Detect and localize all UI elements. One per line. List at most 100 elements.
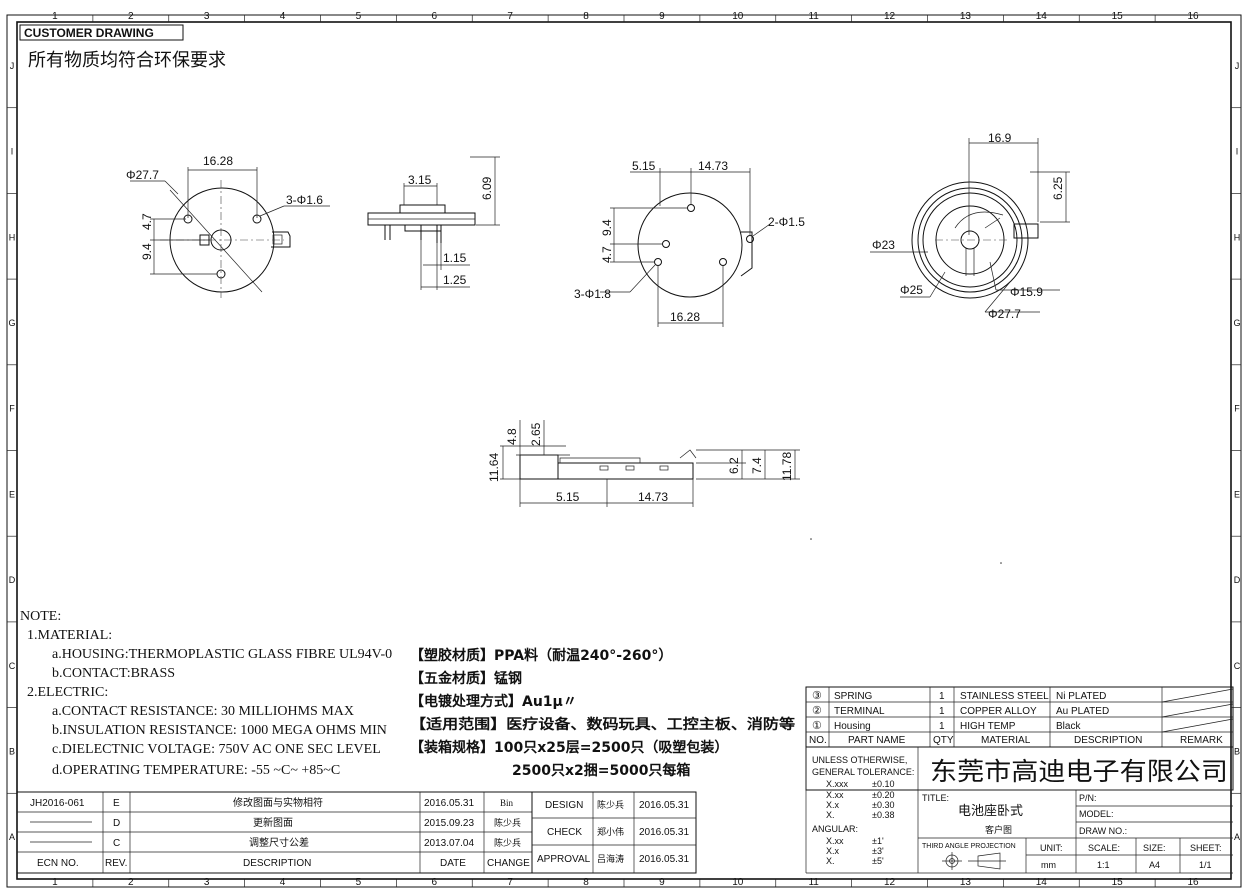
section-dim-7-4: 7.4: [750, 457, 764, 474]
revision-rev: C: [113, 838, 120, 849]
revision-change: Bin: [500, 798, 514, 808]
rear-view: [870, 138, 1070, 313]
approval-label: DESIGN: [545, 800, 583, 811]
frame-column-number: 3: [204, 11, 210, 22]
top-dim-span: 14.73: [698, 159, 728, 173]
company-name: 东莞市高迪电子有限公司: [930, 757, 1228, 786]
frame-column-number: 6: [432, 11, 438, 22]
tolerance-key: X.x: [826, 800, 840, 810]
rear-dim-width: 16.9: [988, 131, 1012, 145]
size-label: SIZE:: [1143, 843, 1166, 853]
frame-column-number: 16: [1188, 877, 1200, 888]
note-line: b.INSULATION RESISTANCE: 1000 MEGA OHMS …: [52, 723, 387, 738]
frame-column-number: 9: [659, 11, 665, 22]
revision-header-rev: REV.: [105, 858, 127, 869]
tolerance-value: ±0.30: [872, 800, 894, 810]
rear-dim-diameter-25: Φ25: [900, 283, 923, 297]
approval-name: 吕海涛: [597, 853, 624, 865]
tolerance-key: X.xx: [826, 790, 844, 800]
revision-ecn: JH2016-061: [30, 798, 85, 809]
frame-row-letter: F: [1234, 404, 1240, 414]
note-line: c.DIELECTNIC VOLTAGE: 750V AC ONE SEC LE…: [52, 742, 381, 757]
title-label: TITLE:: [922, 793, 949, 803]
section-dim-6-2: 6.2: [727, 457, 741, 474]
frame-row-letter: I: [11, 147, 14, 157]
customer-drawing-badge-box: [19, 24, 184, 41]
frame-row-letter: E: [9, 489, 15, 499]
frame-column-number: 13: [960, 877, 972, 888]
revision-desc: 修改图面与实物相符: [233, 796, 323, 809]
top-dim-offset: 5.15: [632, 159, 656, 173]
frame-row-letter: F: [9, 404, 15, 414]
frame-column-number: 3: [204, 877, 210, 888]
revision-date: 2016.05.31: [424, 798, 474, 809]
bom-material: COPPER ALLOY: [960, 706, 1037, 717]
frame-column-number: 12: [884, 11, 896, 22]
customer-drawing-badge: CUSTOMER DRAWING: [24, 26, 154, 40]
frame-column-number: 4: [280, 11, 286, 22]
stray-dot: [810, 538, 812, 540]
note-line: 2.ELECTRIC:: [27, 685, 108, 700]
front-dim-small: 4.7: [140, 213, 154, 230]
tolerance-value: ±0.10: [872, 779, 894, 789]
tolerance-key: X.: [826, 810, 835, 820]
bom-header-remark: REMARK: [1180, 735, 1223, 746]
frame-column-number: 1: [52, 11, 58, 22]
revision-header-date: DATE: [440, 858, 466, 869]
bom-material: STAINLESS STEEL: [960, 691, 1049, 702]
notes-title: NOTE:: [20, 609, 61, 624]
note-line: d.OPERATING TEMPERATURE: -55 ~C~ +85~C: [52, 763, 340, 778]
tolerance-title: UNLESS OTHERWISE,: [812, 755, 907, 765]
pn-label: P/N:: [1079, 793, 1097, 803]
bom-table: [805, 686, 1234, 748]
frame-column-number: 4: [280, 877, 286, 888]
bom-desc: Black: [1056, 721, 1081, 732]
size-value: A4: [1149, 860, 1160, 870]
frame-row-letter: A: [1234, 832, 1240, 842]
spec-line: 【适用范围】医疗设备、数码玩具、工控主板、消防等: [410, 716, 795, 733]
tolerance-value: ±0.20: [872, 790, 894, 800]
approval-date: 2016.05.31: [639, 827, 689, 838]
bom-qty: 1: [939, 691, 945, 702]
angular-key: X.x: [826, 846, 840, 856]
revision-rev: D: [113, 818, 120, 829]
revision-change: 陈少兵: [494, 817, 521, 829]
frame-column-number: 15: [1112, 11, 1124, 22]
revision-desc: 更新图面: [253, 816, 293, 829]
frame-column-number: 11: [808, 877, 819, 888]
frame-column-number: 12: [884, 877, 896, 888]
approval-name: 郑小伟: [597, 826, 624, 838]
note-line: 1.MATERIAL:: [27, 628, 112, 643]
approval-label: APPROVAL: [537, 854, 591, 865]
section-view: [500, 420, 800, 507]
rear-dim-diameter-23: Φ23: [872, 238, 895, 252]
spec-line: 【装箱规格】100只x25层=2500只（吸塑包装）: [410, 739, 728, 756]
rear-dim-height: 6.25: [1051, 176, 1065, 200]
frame-row-letter: G: [8, 318, 15, 328]
bom-qty: 1: [939, 721, 945, 732]
frame-column-number: 8: [583, 877, 589, 888]
frame-column-number: 11: [808, 11, 819, 22]
tolerance-subtitle: GENERAL TOLERANCE:: [812, 767, 914, 777]
revision-date: 2013.07.04: [424, 838, 474, 849]
frame-row-letter: B: [1234, 746, 1240, 756]
frame-row-letter: G: [1233, 318, 1240, 328]
bom-header-no: NO.: [809, 735, 827, 746]
angular-key: X.xx: [826, 836, 844, 846]
stray-dot: [1000, 562, 1002, 564]
frame-column-number: 14: [1036, 877, 1048, 888]
rear-dim-diameter-15-9: Φ15.9: [1010, 285, 1043, 299]
bom-no: ②: [812, 705, 822, 717]
side-dim-height: 6.09: [480, 176, 494, 200]
frame-row-letter: I: [1236, 147, 1239, 157]
frame-row-letter: C: [1234, 661, 1241, 671]
frame-column-number: 5: [356, 11, 362, 22]
note-line: a.HOUSING:THERMOPLASTIC GLASS FIBRE UL94…: [52, 647, 392, 662]
spec-line: 【电镀处理方式】Au1μ〃: [410, 693, 577, 710]
bom-part: SPRING: [834, 691, 873, 702]
revision-header-change: CHANGE: [487, 858, 530, 869]
tolerance-value: ±0.38: [872, 810, 894, 820]
frame-column-number: 2: [128, 877, 134, 888]
approval-label: CHECK: [547, 827, 582, 838]
